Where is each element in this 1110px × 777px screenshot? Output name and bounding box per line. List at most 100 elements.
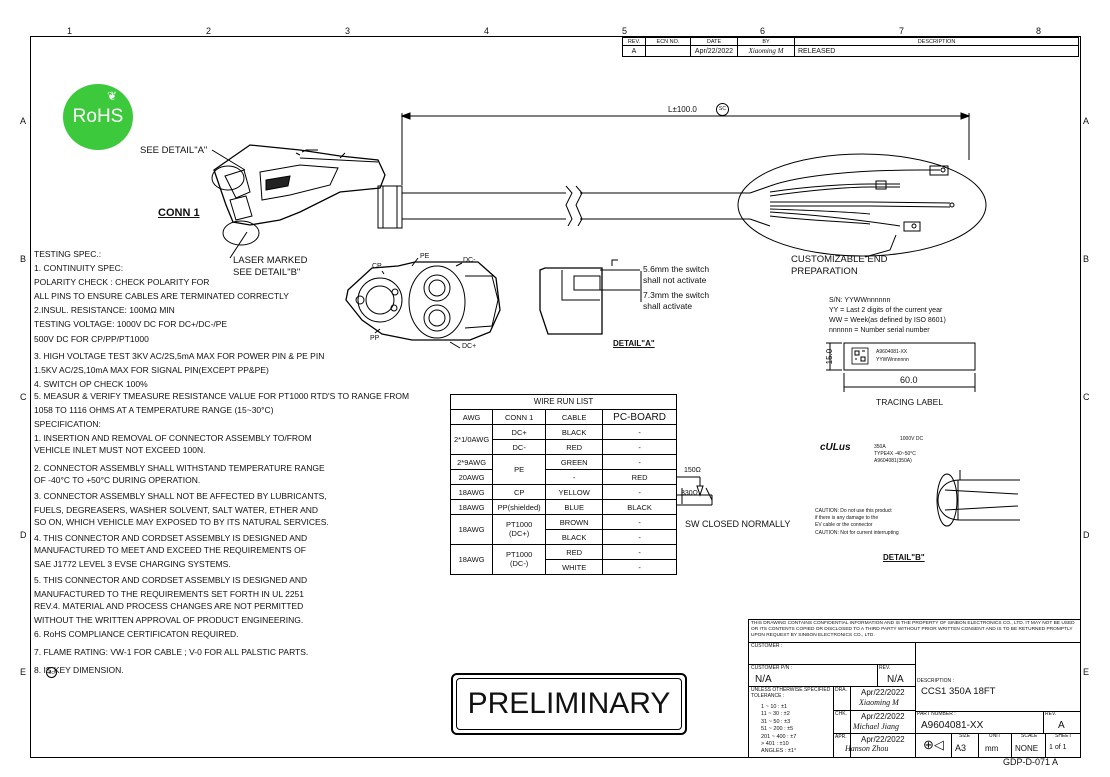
switch-activate-line2: shall activate [643,301,693,311]
tolerance-label: UNLESS OTHERWISE SPECIFIED TOLERANCE : [751,687,831,699]
cable-drawing [402,185,771,227]
wire-awg: 2*9AWG [449,454,494,470]
caution-line4: CAUTION: Not for current interrupting [815,530,899,536]
scale-value: NONE [1015,744,1039,753]
spec-line: 1.5KV AC/2S,10mA MAX FOR SIGNAL PIN(EXCE… [34,365,269,375]
tb-vline [978,733,979,757]
see-detail-a-callout: SEE DETAIL"A" [140,145,208,156]
row-letter: C [20,392,27,402]
detail-a-title: DETAIL"A" [613,339,655,348]
wire-run-list-table: AWG CONN 1 CABLE PC-BOARD 2*1/0AWG DC+ B… [449,409,677,575]
sheet-value: 1 of 1 [1049,744,1067,751]
detail-b-title: DETAIL"B" [883,553,925,562]
chk-name: Michael Jiang [853,722,899,731]
tb-vline [1043,711,1044,733]
wire-cable: - [545,469,604,485]
drawing-description: CCS1 350A 18FT [921,686,996,697]
tb-hline [833,710,915,711]
wire-awg: 2*1/0AWG [449,424,494,455]
wire-pcb: - [602,454,677,470]
row-letter: D [20,530,27,540]
spec-line: 2.INSUL. RESISTANCE: 100MΩ MIN [34,305,175,315]
ul-current: 350A [874,444,886,450]
wire-awg: 20AWG [449,469,494,485]
see-detail-b-callout: SEE DETAIL"B" [233,267,301,278]
description-value: RELEASED [794,45,1079,57]
spec-line: MANUFACTURED TO MEET AND EXCEED THE REQU… [34,545,306,555]
tb-vline [1011,733,1012,757]
wire-header-awg: AWG [449,409,494,425]
ul-type: TYPE4X -40~50°C [874,451,916,457]
col-number: 2 [206,26,212,36]
tb-hline [749,686,915,687]
tracing-label-height: 15.0 [825,348,835,365]
col-number: 3 [345,26,351,36]
switch-activate-line1: 7.3mm the switch [643,290,710,300]
preliminary-stamp-inner: PRELIMINARY [456,678,682,730]
ul-logo: cULus [820,442,851,453]
spec-line: REV.4. MATERIAL AND PROCESS CHANGES ARE … [34,601,304,611]
resistor-330-label: 330Ω [681,490,698,497]
wire-cable: RED [545,439,604,455]
wire-conn: PP(shielded) [492,499,547,515]
switch-closed-label: SW CLOSED NORMALLY [685,519,791,529]
customer-pn-label: CUSTOMER P/N : [751,665,793,671]
tracing-label-part: A9604081-XX [876,349,908,355]
wire-awg: 18AWG [449,499,494,515]
row-letter: A [1083,116,1090,126]
col-number: 8 [1036,26,1042,36]
document-code: GDP-D-071 A [1003,757,1059,767]
wire-header-pcb: PC-BOARD [602,409,677,425]
row-letter: B [1083,254,1090,264]
sheet-label: SHEET [1055,733,1072,739]
description-label: DESCRIPTION : [917,678,954,684]
spec-line: TESTING SPEC.: [34,249,102,259]
wire-conn: PT1000 (DC+) [492,514,547,545]
wire-conn: DC- [492,439,547,455]
spec-line: 2. CONNECTOR ASSEMBLY SHALL WITHSTAND TE… [34,463,325,473]
col-number: 1 [67,26,73,36]
scale-label: SCALE [1021,733,1038,739]
tb-hline [749,642,1080,643]
tb-vline [833,686,834,757]
tb-hline [833,733,915,734]
unit-value: mm [985,744,999,753]
spec-line: 8. IS KEY DIMENSION. [34,665,124,675]
wire-ends [769,165,955,232]
date-value: Apr/22/2022 [690,45,738,57]
row-letter: C [1083,392,1090,402]
spec-line: SPECIFICATION: [34,419,101,429]
col-number: 7 [899,26,905,36]
revision-table: REV. ECN NO. DATE BY DESCRIPTION A Apr/2… [622,37,1079,57]
wire-pcb: - [602,484,677,500]
wire-run-list-title: WIRE RUN LIST [450,394,677,409]
col-number: 5 [622,26,628,36]
customer-rev-value: N/A [887,674,904,685]
wire-pcb: BLACK [602,499,677,515]
tolerance-row: > 401 : ±10 [761,741,789,747]
row-letter: D [1083,530,1090,540]
part-number-label: PART NUMBER : [917,711,956,717]
spec-line: 5. MEASUR & VERIFY TMEASURE RESISTANCE V… [34,391,410,401]
wire-awg: 18AWG [449,484,494,500]
caution-line1: CAUTION: Do not use this product [815,508,892,514]
tolerance-row: 51 ~ 200 : ±5 [761,726,794,733]
spec-line: 3. CONNECTOR ASSEMBLY SHALL NOT BE AFFEC… [34,491,327,501]
wire-conn: CP [492,484,547,500]
serial-yy: YY = Last 2 digits of the current year [829,307,943,314]
tb-hline [915,711,1080,712]
spec-line: 5. THIS CONNECTOR AND CORDSET ASSEMBLY I… [34,575,308,585]
wire-cable: WHITE [545,559,604,575]
rohs-text: RoHS [72,106,124,127]
connector-drawing [213,144,403,229]
tolerance-row: 31 ~ 50 : ±3 [761,718,791,725]
col-number: 4 [484,26,490,36]
customer-pn-value: N/A [755,674,772,685]
dc-plus-pin-label: DC+ [462,343,477,350]
switch-not-activate-line1: 5.6mm the switch [643,264,710,274]
title-block: THIS DRAWING CONTAINS CONFIDENTIAL INFOR… [748,619,1081,758]
wire-pcb: - [602,514,677,530]
apr-date: Apr/22/2022 [861,735,905,744]
tolerance-row: 11 ~ 30 : ±2 [761,711,790,718]
wire-awg: 18AWG [449,544,494,575]
